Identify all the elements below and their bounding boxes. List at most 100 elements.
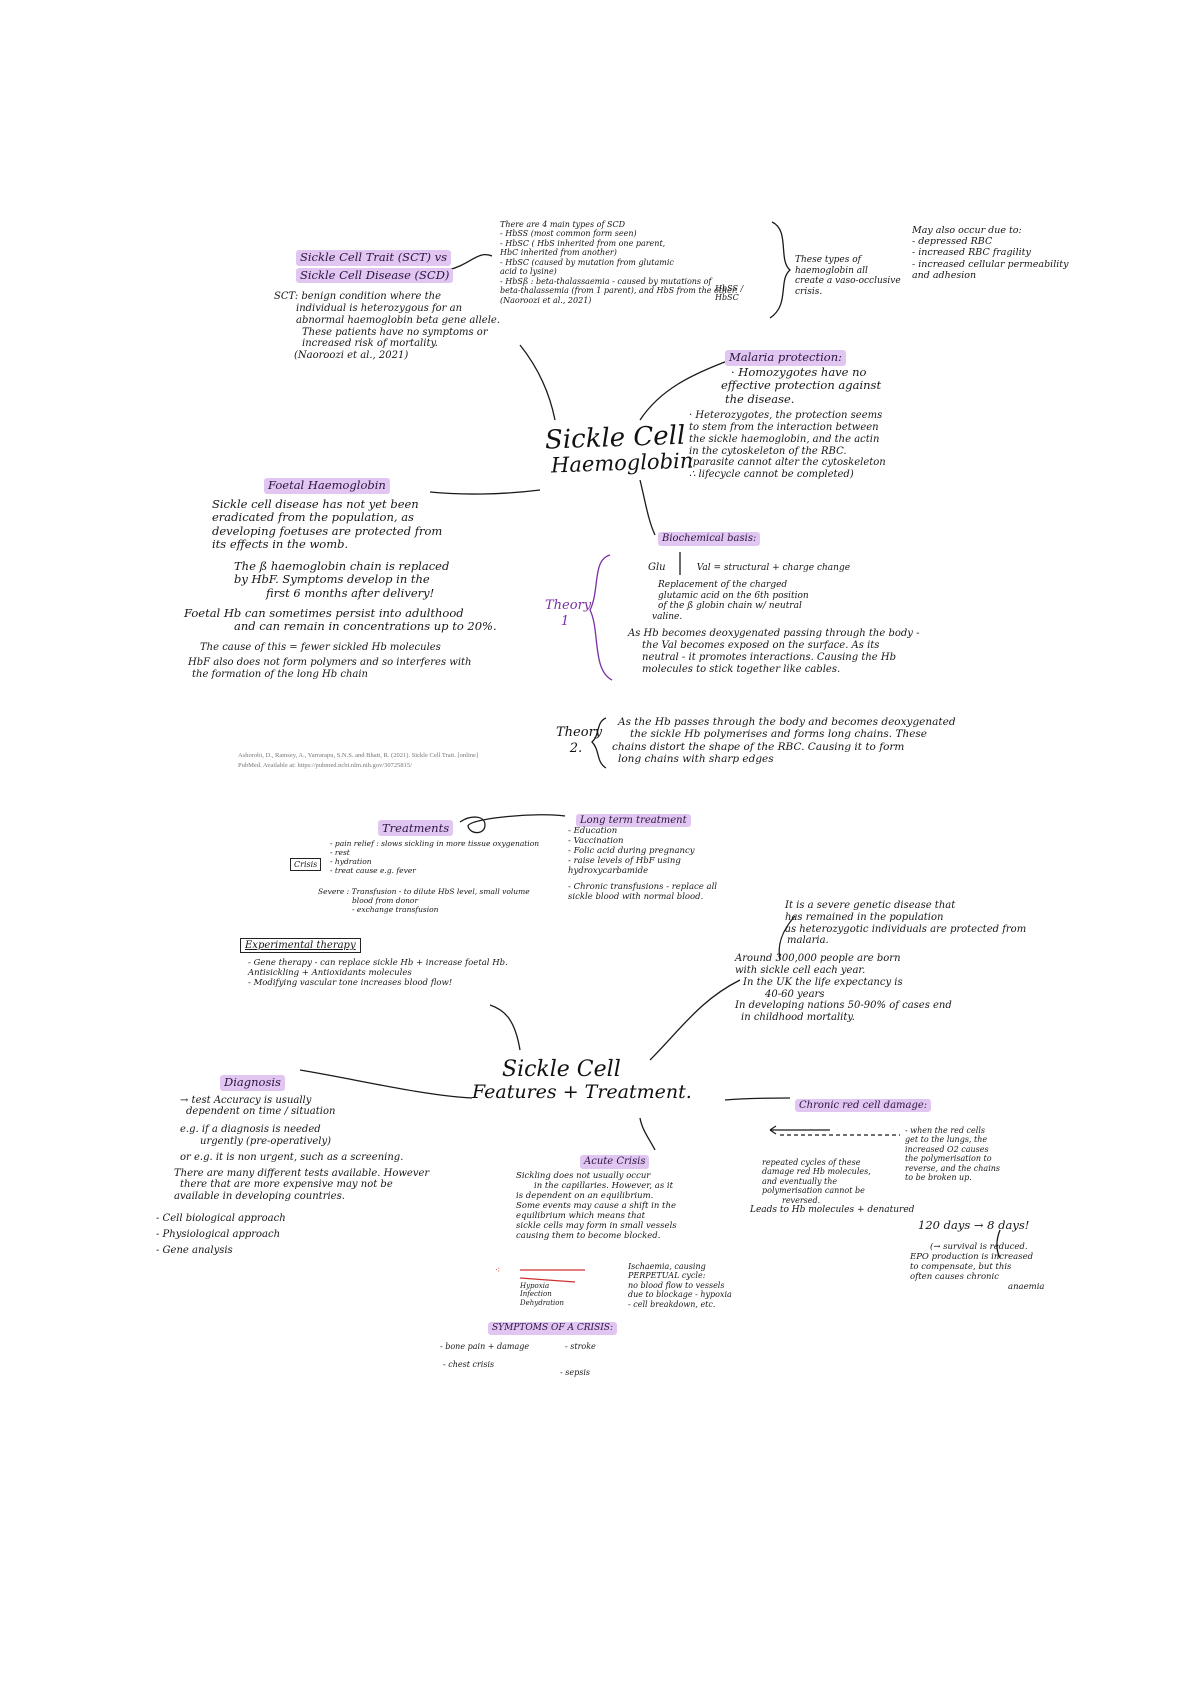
chronic-right-line: to be broken up. [905,1173,972,1183]
scd-type-line: There are 4 main types of SCD [500,220,626,229]
epi-line: It is a severe genetic disease that [785,900,956,911]
foetal-heading: Foetal Haemoglobin [264,478,390,494]
experimental-block: - Gene therapy - can replace sickle Hb +… [248,958,508,988]
foetal-line: its effects in the womb. [212,537,349,552]
malaria-line: the disease. [725,391,795,406]
experimental-heading-wrap: Experimental therapy [240,933,361,953]
glu-val-row: Glu Val = structural + charge change [648,555,850,574]
malaria-line: ∴ lifecycle cannot be completed) [689,469,854,481]
foetal-line: HbF also does not form polymers and so i… [188,657,472,669]
features-title: Sickle Cell Features + Treatment. [472,1057,692,1103]
also-line: - increased RBC fragility [912,247,1031,259]
severe-line: blood from donor [352,895,419,905]
acute-factors: Hypoxia Infection Dehydration [520,1282,564,1307]
reference-line: PubMed. Available at: https://pubmed.ncb… [238,761,412,769]
chronic-heading-wrap: Chronic red cell damage: [795,1093,932,1112]
experimental-line: - Modifying vascular tone increases bloo… [248,978,453,989]
acute-block: Acute Crisis Sickling does not usually o… [516,1155,677,1241]
acute-line: in the capillaries. However, as it [534,1180,674,1191]
lifespan-note-line: anaemia [1008,1282,1045,1293]
crisis-label: Crisis [290,852,322,871]
symptom-item: - stroke [565,1342,596,1351]
factor-item: Dehydration [520,1298,564,1307]
summary-line: These types of [795,255,861,265]
diagnosis-block: Diagnosis → test Accuracy is usually dep… [156,1075,429,1256]
result-line: no blood flow to vessels [628,1280,725,1290]
symptoms-block: SYMPTOMS OF A CRISIS: [488,1322,617,1335]
lifespan-note: (→ survival is reduced. EPO production i… [910,1242,1045,1292]
malaria-block: Malaria protection: · Homozygotes have n… [689,350,886,481]
experimental-line: - Gene therapy - can replace sickle Hb +… [248,958,508,968]
experimental-line: Antisickling + Antioxidants molecules [248,968,412,979]
theory1-line: glutamic acid on the 6th position [658,590,809,601]
lifespan-note-line: EPO production is increased [910,1252,1034,1263]
treatments-heading-wrap: Treatments [378,817,454,836]
foetal-line: Sickle cell disease has not yet been [212,496,419,511]
crisis-line: - hydration [330,856,372,866]
epi-line: 40-60 years [765,988,825,1000]
theory1-line: valine. [652,611,683,622]
scd-type-line: acid to lysine) [500,267,557,277]
acute-line: equilibrium which means that [516,1210,646,1221]
diagnosis-heading: Diagnosis [220,1075,285,1091]
epi-line: as heterozygotic individuals are protect… [785,923,1027,935]
symptom-item: - bone pain + damage [440,1342,530,1351]
long-term-line: hydroxycarbamide [568,866,649,877]
chronic-right: - when the red cells get to the lungs, t… [905,1126,1000,1183]
theory1-line: the Val becomes exposed on the surface. … [642,640,880,652]
scd-summary: These types of haemoglobin all create a … [795,255,901,297]
sct-heading-1: Sickle Cell Trait (SCT) vs [296,250,452,266]
chronic-right-line: the polymerisation to [905,1154,992,1164]
theory1-line: Replacement of the charged [658,580,788,590]
acute-result: Ischaemia, causing PERPETUAL cycle: no b… [628,1262,732,1309]
foetal-line: eradicated from the population, as [212,510,414,525]
diagnosis-line: → test Accuracy is usually [180,1094,312,1106]
severe-line: - exchange transfusion [352,904,439,914]
diagnosis-line: There are many different tests available… [174,1167,430,1179]
crisis-line: - pain relief : slows sickling in more t… [330,839,540,848]
theory2-line: As the Hb passes through the body and be… [618,716,956,728]
reference-line: Ashorobi, D., Ramsey, A., Yarrarapu, S.N… [238,752,479,759]
theory1-line: As Hb becomes deoxygenated passing throu… [628,628,920,640]
scd-type-line: (Naoroozi et al., 2021) [500,295,592,305]
result-line: - cell breakdown, etc. [628,1299,716,1309]
theory2-line: the sickle Hb polymerises and forms long… [630,728,928,741]
summary-line: create a vaso-occlusive [795,276,901,287]
sct-line: abnormal haemoglobin beta gene allele. [296,314,500,326]
crisis-line: - rest [330,847,350,857]
approach-line: - Cell biological approach [156,1212,286,1224]
sct-line: These patients have no symptoms or [302,326,488,338]
lifespan-note-line: to compensate, but this [910,1262,1012,1273]
malaria-line: effective protection against [721,378,882,393]
long-term-line: - Folic acid during pregnancy [568,846,695,857]
summary-line: crisis. [795,286,823,297]
theory-1-label: Theory 1 [545,598,592,629]
diagnosis-line: or e.g. it is non urgent, such as a scre… [180,1151,404,1163]
scd-type-line: HbC inherited from another) [500,248,617,258]
malaria-line: · Homozygotes have no [731,364,867,379]
diagnosis-line: dependent on time / situation [186,1106,336,1118]
approach-line: - Physiological approach [156,1228,281,1240]
long-term-line: - Vaccination [568,836,624,847]
long-term-line: sickle blood with normal blood. [568,892,704,903]
scd-type-line: - HbSS (most common form seen) [500,229,637,239]
foetal-line: by HbF. Symptoms develop in the [234,572,430,587]
epidemiology-block: It is a severe genetic disease that has … [735,900,1026,1024]
malaria-line: · Heterozygotes, the protection seems [689,410,883,422]
chronic-left-line: reversed. [782,1195,821,1205]
lifespan: 120 days → 8 days! [918,1218,1030,1232]
chronic-left-line: and eventually the [762,1176,838,1186]
lifespan-note-line: often causes chronic [910,1272,1000,1283]
scd-side-note: HbSS / HbSC [715,284,744,302]
epi-line: in childhood mortality. [741,1012,855,1024]
diagnosis-line: urgently (pre-operatively) [200,1135,332,1147]
chronic-right-line: increased O2 causes [905,1144,989,1154]
chronic-left-line: repeated cycles of these [762,1158,861,1167]
symptom-item: - sepsis [560,1368,590,1377]
diagnosis-line: there that are more expensive may not be [180,1179,393,1191]
theory2-line: long chains with sharp edges [618,753,774,766]
theory1-line: neutral - it promotes interactions. Caus… [642,652,897,664]
chronic-left-line: damage red Hb molecules, [762,1167,871,1177]
also-line: - increased cellular permeability [912,258,1069,270]
long-term-line: - Chronic transfusions - replace all [568,882,718,893]
